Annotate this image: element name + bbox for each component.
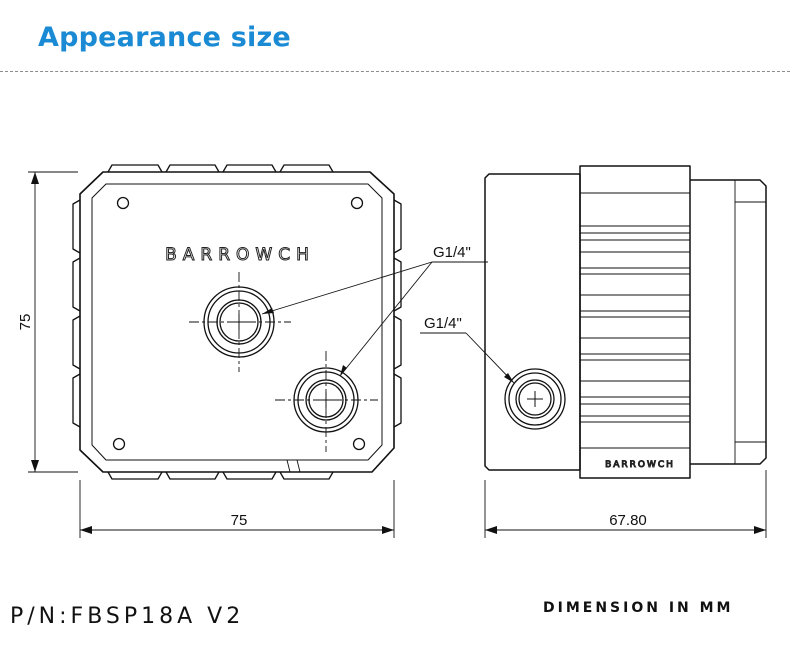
side-leader-lines: [420, 332, 515, 384]
page-title: Appearance size: [38, 22, 291, 53]
side-port-label: G1/4": [424, 315, 462, 332]
front-dimension-arrows: [31, 172, 394, 534]
screw-icon: [350, 196, 364, 210]
side-fins: [580, 192, 690, 449]
front-leader-lines: [261, 261, 488, 377]
screw-icon: [116, 196, 130, 210]
side-port-crosshair: [527, 391, 543, 407]
front-inner-plate: [91, 183, 383, 461]
front-leader-arrows: [262, 308, 347, 376]
front-body-outline: [79, 171, 395, 473]
screw-icon: [112, 437, 126, 451]
part-number: P/N:FBSP18A V2: [10, 604, 245, 629]
title-divider: [0, 71, 790, 72]
side-depth-dimension: 67.80: [609, 512, 647, 529]
side-brand-logo: BARROWCH: [605, 460, 675, 470]
front-ridges-top: [107, 164, 334, 173]
front-brand-logo: BARROWCH: [165, 245, 315, 265]
front-bottom-notch: [286, 459, 301, 473]
side-dimension-lines: [484, 470, 767, 538]
side-ring-housing: [579, 165, 691, 479]
side-cap-left: [484, 173, 581, 471]
screw-icon: [352, 437, 366, 451]
front-ridges-right: [393, 199, 402, 428]
front-width-dimension: 75: [231, 512, 248, 529]
front-port-label: G1/4": [433, 244, 471, 261]
side-port: [504, 368, 566, 430]
front-port-crosshairs: [231, 314, 334, 408]
side-dimension-arrows: [485, 526, 766, 534]
side-view: [484, 165, 767, 479]
units-note: DIMENSION IN MM: [543, 600, 734, 616]
front-dimension-lines: [28, 171, 395, 538]
front-ridges-bottom: [107, 471, 334, 480]
front-height-dimension: 75: [17, 314, 34, 331]
side-leader-arrow: [504, 373, 514, 383]
front-ridges-left: [72, 199, 81, 428]
side-motor-body: [690, 179, 767, 465]
